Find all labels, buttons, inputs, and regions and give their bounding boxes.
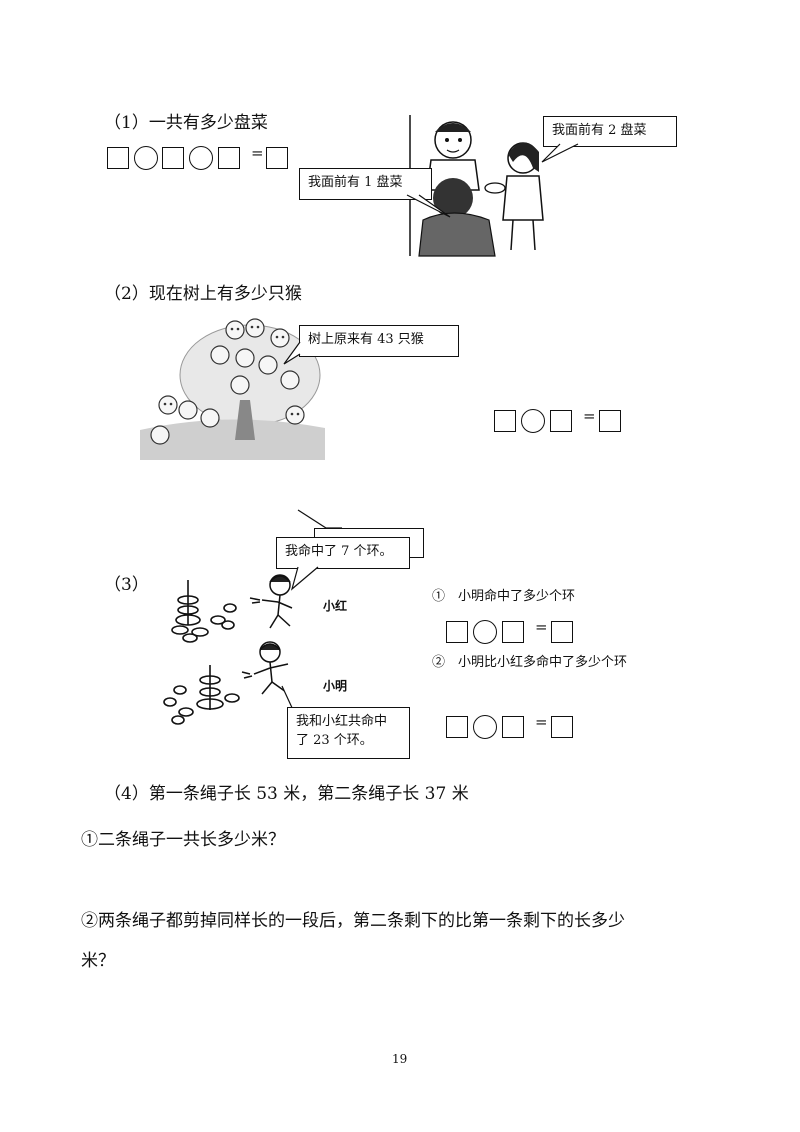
operator-circle[interactable] [473, 715, 497, 739]
q3-illustration [163, 574, 293, 725]
q4-sub2-line1: ②两条绳子都剪掉同样长的一段后，第二条剩下的比第一条剩下的长多少 [81, 911, 625, 931]
q4-sub1: ①二条绳子一共长多少米？ [81, 830, 285, 850]
q1-title: （1）一共有多少盘菜 [104, 113, 268, 133]
equals-sign: = [583, 407, 596, 425]
name-xiaohong: 小红 [323, 599, 348, 613]
q4-sub2-line2: 米？ [81, 951, 115, 971]
q3-sub1: ① 小明命中了多少个环 [432, 589, 576, 604]
answer-box[interactable] [218, 147, 240, 169]
answer-box[interactable] [502, 716, 524, 738]
q3-sub2: ② 小明比小红多命中了多少个环 [432, 655, 628, 670]
answer-box[interactable] [446, 621, 468, 643]
q2-speech-bubble: 树上原来有 43 只猴 [299, 325, 459, 357]
answer-box[interactable] [494, 410, 516, 432]
bubble-pointer [541, 143, 579, 163]
q4-title: （4）第一条绳子长 53 米，第二条绳子长 37 米 [104, 784, 469, 804]
operator-circle[interactable] [189, 146, 213, 170]
answer-box[interactable] [551, 716, 573, 738]
answer-box[interactable] [599, 410, 621, 432]
operator-circle[interactable] [473, 620, 497, 644]
q3-bubble-xiaoming: 我和小红共命中 了 23 个环。 [287, 707, 410, 759]
equals-sign: = [535, 618, 548, 636]
answer-box[interactable] [162, 147, 184, 169]
bubble-pointer [290, 566, 319, 591]
equals-sign: = [535, 713, 548, 731]
answer-box[interactable] [551, 621, 573, 643]
name-xiaoming: 小明 [323, 679, 348, 693]
answer-box[interactable] [266, 147, 288, 169]
answer-box[interactable] [550, 410, 572, 432]
answer-box[interactable] [502, 621, 524, 643]
bubble-line: 我和小红共命中 [296, 714, 388, 729]
q3-bubble-xiaohong: 我命中了 7 个环。 [276, 537, 410, 569]
equals-sign: = [251, 144, 264, 162]
q3-label: （3） [104, 575, 149, 595]
operator-circle[interactable] [134, 146, 158, 170]
q2-title: （2）现在树上有多少只猴 [104, 284, 302, 304]
q1-speech-bubble-left: 我面前有 1 盘菜 [299, 168, 432, 200]
answer-box[interactable] [107, 147, 129, 169]
answer-box[interactable] [446, 716, 468, 738]
bubble-pointer [406, 194, 451, 218]
bubble-pointer [283, 341, 301, 365]
bubble-line: 了 23 个环。 [296, 733, 373, 748]
q2-illustration [140, 318, 325, 460]
operator-circle[interactable] [521, 409, 545, 433]
bubble-pointer [297, 509, 342, 529]
page-number: 19 [392, 1052, 408, 1066]
q1-speech-bubble-right: 我面前有 2 盘菜 [543, 116, 677, 147]
